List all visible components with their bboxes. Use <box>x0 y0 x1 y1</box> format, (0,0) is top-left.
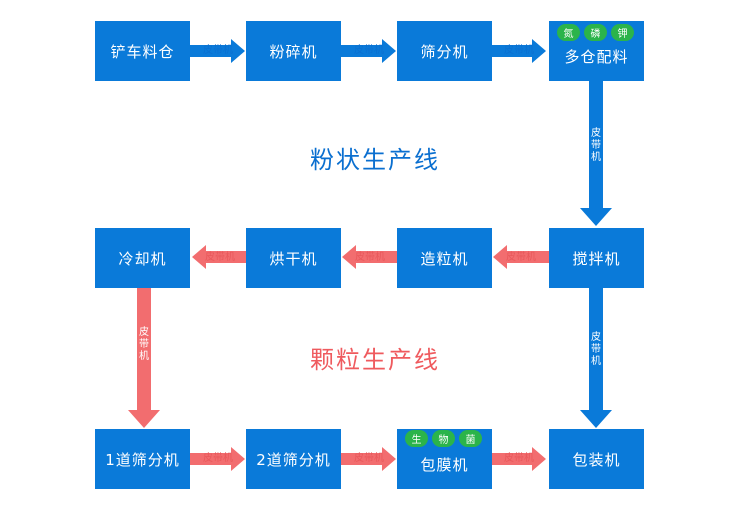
edge-label-vertical: 皮带机 <box>591 128 601 163</box>
arrow-coating-to-packing <box>491 447 546 471</box>
edge-label: 皮带机 <box>504 45 534 56</box>
arrow-screener1-to-screener2 <box>190 447 245 471</box>
arrow-dryer-to-cooler <box>192 245 248 269</box>
badge-wu: 物 <box>432 430 455 447</box>
arrow-crusher-to-screener <box>341 39 396 63</box>
edge-label: 皮带机 <box>506 252 536 263</box>
node-screener-1: 1道筛分机 <box>95 429 190 489</box>
granule-line-title: 颗粒生产线 <box>310 346 440 374</box>
node-crusher: 粉碎机 <box>246 21 341 81</box>
node-mixer: 搅拌机 <box>549 228 644 288</box>
arrow-loader-to-crusher <box>190 39 245 63</box>
arrow-batching-to-mixer <box>580 79 612 226</box>
powder-line-title: 粉状生产线 <box>310 146 440 174</box>
badge-potassium: 钾 <box>611 24 634 41</box>
badge-sheng: 生 <box>405 430 428 447</box>
node-label: 造粒机 <box>420 249 469 268</box>
arrow-mixer-to-granulator <box>493 245 549 269</box>
node-label: 包膜机 <box>420 455 469 474</box>
arrow-cooler-to-screener1 <box>128 287 160 428</box>
node-label: 冷却机 <box>118 249 167 268</box>
edge-label: 皮带机 <box>354 45 384 56</box>
node-packing: 包装机 <box>549 429 644 489</box>
microbe-badges: 生 物 菌 <box>405 430 482 447</box>
arrow-screener-to-batching <box>491 39 546 63</box>
arrow-mixer-to-packing <box>580 287 612 428</box>
node-granulator: 造粒机 <box>397 228 492 288</box>
badge-phosphorus: 磷 <box>584 24 607 41</box>
node-label: 粉碎机 <box>269 42 318 61</box>
nutrient-badges: 氮 磷 钾 <box>557 24 634 41</box>
badge-nitrogen: 氮 <box>557 24 580 41</box>
edge-label: 皮带机 <box>354 453 384 464</box>
node-label: 多仓配料 <box>564 47 629 66</box>
badge-jun: 菌 <box>459 430 482 447</box>
node-dryer: 烘干机 <box>246 228 341 288</box>
node-label: 2道筛分机 <box>256 450 331 469</box>
arrow-granulator-to-dryer <box>342 245 398 269</box>
node-loader-bin: 铲车料仓 <box>95 21 190 81</box>
edge-label: 皮带机 <box>205 252 235 263</box>
node-label: 筛分机 <box>420 42 469 61</box>
node-label: 1道筛分机 <box>105 450 180 469</box>
node-label: 包装机 <box>572 450 621 469</box>
edge-label: 皮带机 <box>355 252 385 263</box>
node-label: 搅拌机 <box>572 249 621 268</box>
arrow-screener2-to-coating <box>341 447 396 471</box>
node-label: 铲车料仓 <box>110 42 175 61</box>
node-label: 烘干机 <box>269 249 318 268</box>
edge-label: 皮带机 <box>203 453 233 464</box>
node-cooler: 冷却机 <box>95 228 190 288</box>
edge-label: 皮带机 <box>504 453 534 464</box>
edge-label-vertical: 皮带机 <box>591 332 601 367</box>
node-screener-2: 2道筛分机 <box>246 429 341 489</box>
edge-label-vertical: 皮带机 <box>139 327 149 362</box>
node-screener: 筛分机 <box>397 21 492 81</box>
edge-label: 皮带机 <box>203 45 233 56</box>
